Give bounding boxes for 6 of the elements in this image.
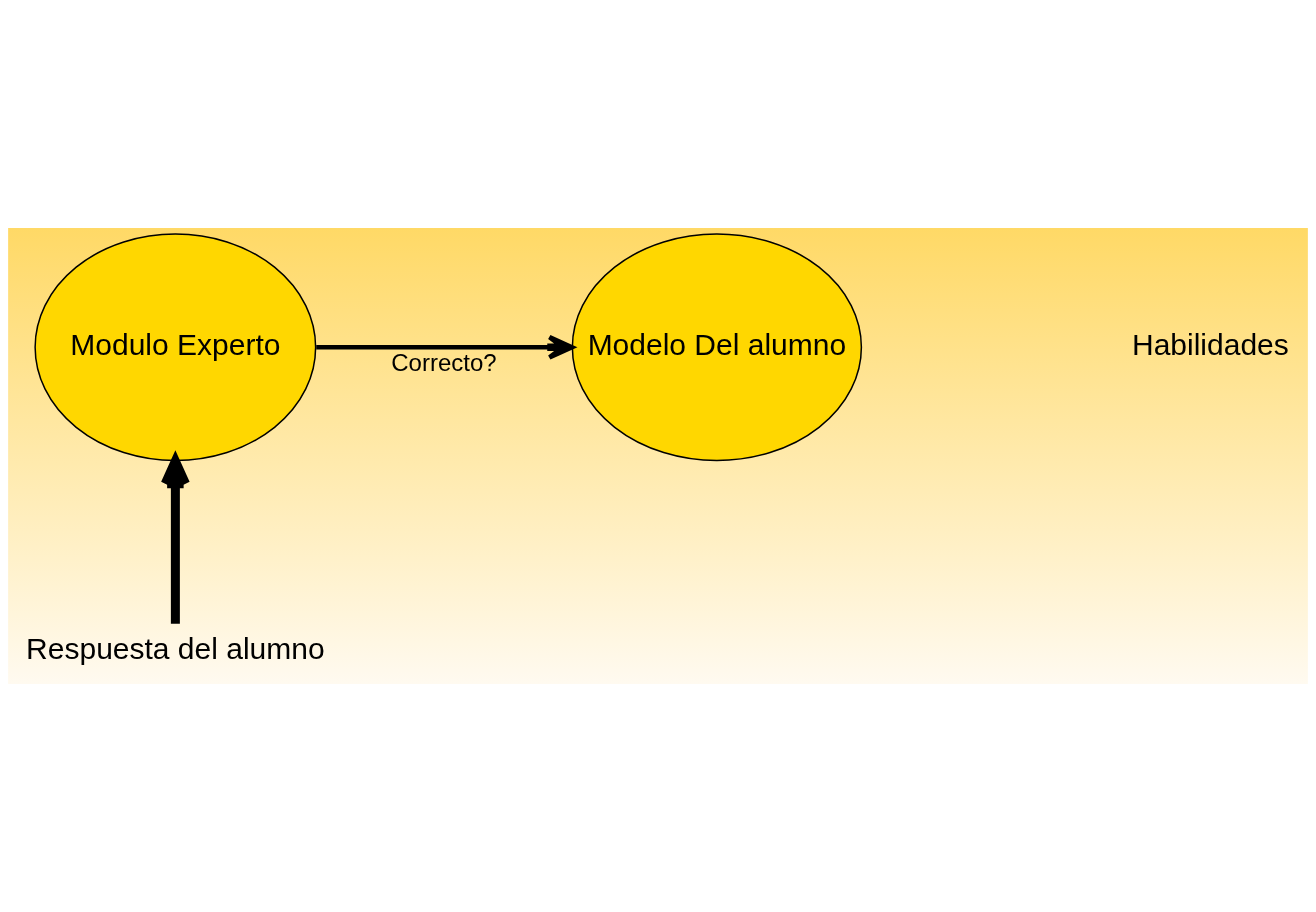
node-ellipse: Modelo Del alumno xyxy=(571,233,863,462)
arrow xyxy=(316,334,575,360)
node-ellipse: Modulo Experto xyxy=(34,233,317,462)
node-text: Respuesta del alumno xyxy=(26,631,325,665)
edge-label: Correcto? xyxy=(391,348,497,376)
label: Habilidades xyxy=(1131,327,1289,361)
